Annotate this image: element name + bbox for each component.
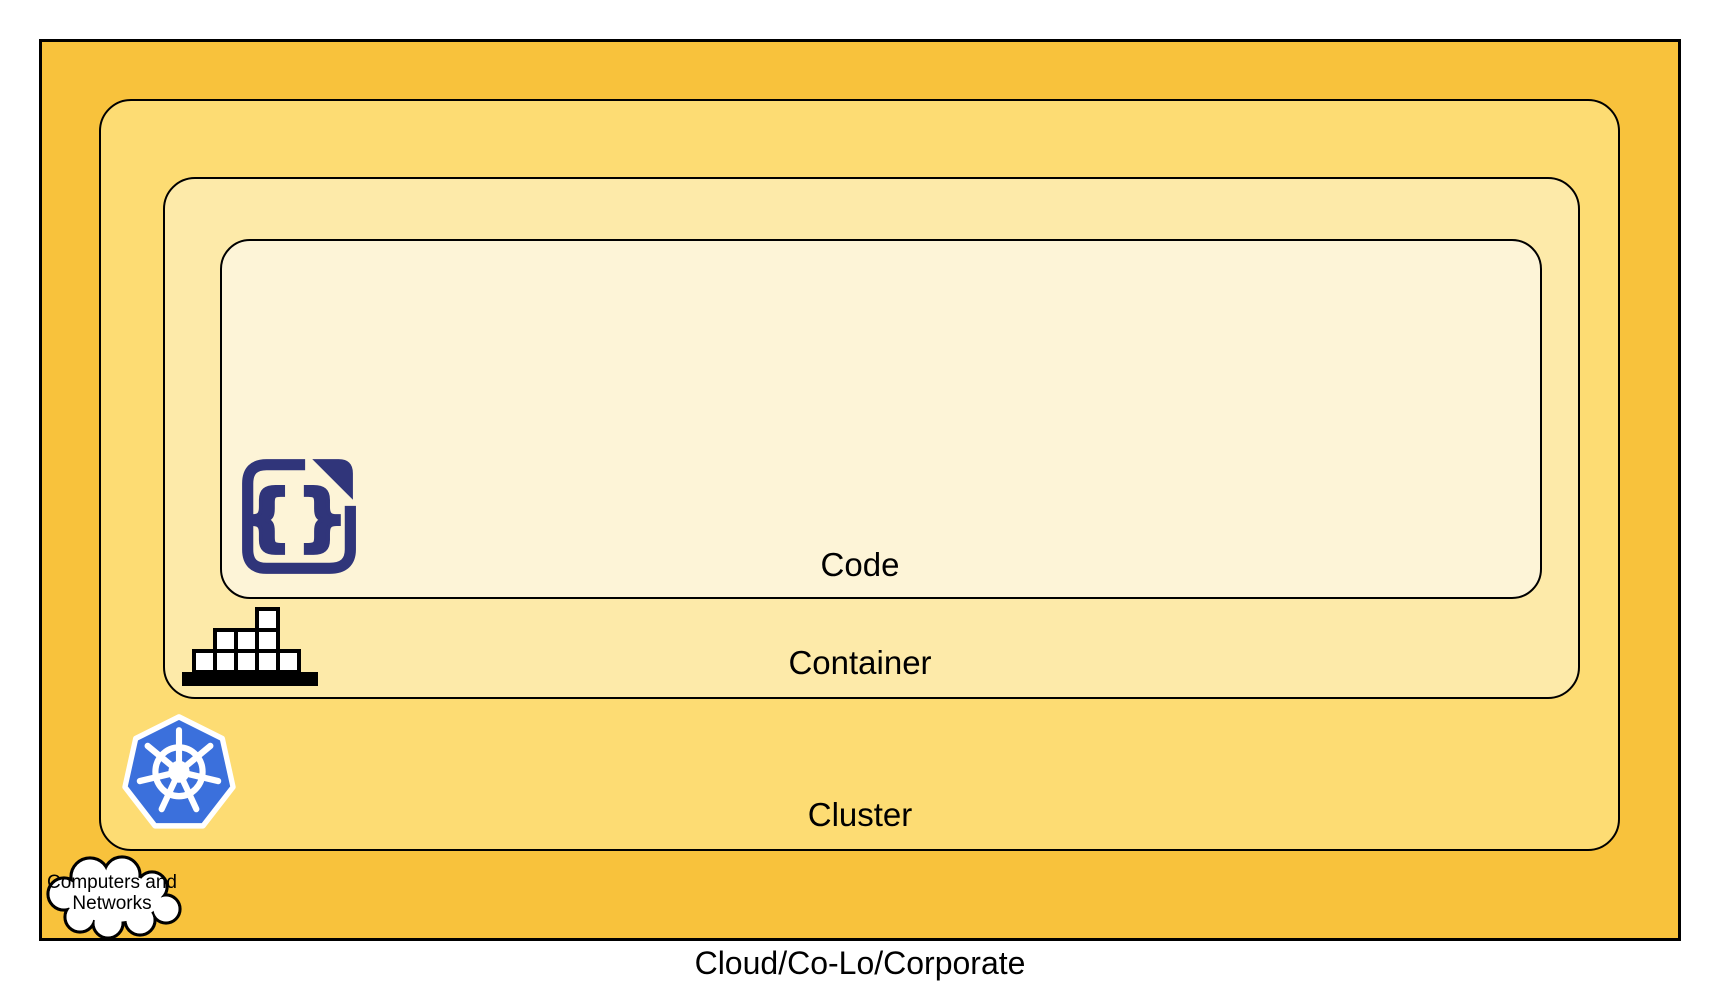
cloud-icon xyxy=(46,855,182,940)
container-stack-icon xyxy=(182,607,318,686)
datacenter-label-line1: Cloud/Co-Lo/Corporate xyxy=(694,945,1026,981)
cloud-label-line2: Networks xyxy=(72,893,152,914)
datacenter-label: Cloud/Co-Lo/Corporate Datacenter xyxy=(39,868,1681,992)
container-label: Container xyxy=(788,644,932,681)
cloud-label: Computers and Networks xyxy=(38,872,186,914)
cluster-label: Cluster xyxy=(807,796,913,833)
cloud-label-line1: Computers and xyxy=(47,872,177,893)
code-label: Code xyxy=(820,546,900,583)
svg-text:{}: {} xyxy=(241,475,352,558)
kubernetes-icon xyxy=(122,714,236,829)
layer-code-box xyxy=(220,239,1542,599)
code-file-icon: {} xyxy=(239,459,356,574)
